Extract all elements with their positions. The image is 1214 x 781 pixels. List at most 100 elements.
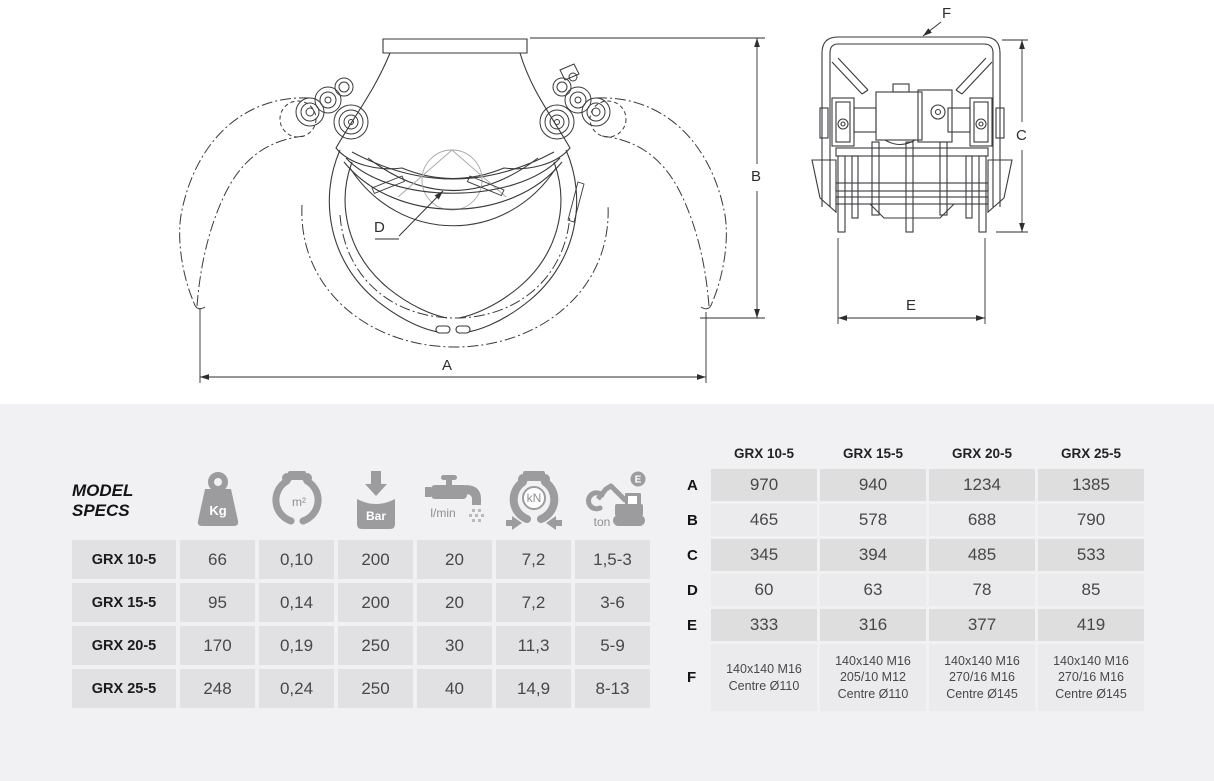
spec-cell-flow: 20 — [417, 540, 492, 579]
spec-cell-pressure: 200 — [338, 540, 413, 579]
model-cell: GRX 10-5 — [72, 540, 176, 579]
dim-cell: 333 — [711, 609, 817, 641]
spec-cell-carrier: 5-9 — [575, 626, 650, 665]
column-header-pressure: Bar — [338, 466, 413, 536]
spec-cell-weight: 170 — [180, 626, 255, 665]
dimensions-header: GRX 10-5 GRX 15-5 GRX 20-5 GRX 25-5 — [686, 440, 1146, 466]
dim-cell: 1385 — [1038, 469, 1144, 501]
model-specs-header: MODEL SPECS Kg — [72, 466, 650, 536]
model-cell: GRX 20-5 — [72, 626, 176, 665]
dims-col-header: GRX 15-5 — [842, 445, 904, 461]
spec-cell-pressure: 250 — [338, 669, 413, 708]
dim-cell: 63 — [820, 574, 926, 606]
row-label: B — [687, 511, 698, 529]
dims-row-b: B 465 578 688 790 — [686, 504, 1146, 536]
column-header-weight: Kg — [180, 466, 255, 536]
spec-cell-area: 0,10 — [259, 540, 334, 579]
column-header-force: kN — [496, 466, 571, 536]
dim-cell: 578 — [820, 504, 926, 536]
dim-cell: 465 — [711, 504, 817, 536]
spec-cell-area: 0,14 — [259, 583, 334, 622]
spec-row-grx-20-5: GRX 20-5 170 0,19 250 30 11,3 5-9 — [72, 626, 650, 665]
pressure-unit: Bar — [365, 509, 385, 523]
table-title-line1: MODEL — [72, 480, 134, 500]
dim-label-e: E — [906, 297, 917, 314]
dim-cell: 140x140 M16 270/16 M16 Centre Ø145 — [929, 644, 1035, 711]
dim-cell: 140x140 M16 Centre Ø110 — [711, 644, 817, 711]
dim-cell: 940 — [820, 469, 926, 501]
dim-label-c: C — [1016, 127, 1027, 144]
flow-icon: l/min — [424, 475, 484, 522]
dim-cell: 790 — [1038, 504, 1144, 536]
row-label: D — [687, 581, 698, 599]
column-header-flow: l/min — [417, 466, 492, 536]
table-title: MODEL SPECS — [72, 481, 176, 522]
carrier-badge: E — [634, 475, 641, 486]
grab-area-icon: m² — [271, 471, 322, 525]
column-header-area: m² — [259, 466, 334, 536]
excavator-icon: E ton — [585, 471, 645, 529]
row-label: F — [687, 669, 697, 686]
spec-panel: MODEL SPECS Kg — [0, 404, 1214, 781]
spec-cell-pressure: 250 — [338, 626, 413, 665]
dimensions-table: GRX 10-5 GRX 15-5 GRX 20-5 GRX 25-5 A 97… — [686, 440, 1146, 711]
spec-cell-carrier: 1,5-3 — [575, 540, 650, 579]
dim-label-a: A — [442, 357, 453, 374]
dim-label-f: F — [942, 5, 952, 22]
dim-cell: 419 — [1038, 609, 1144, 641]
dims-row-d: D 60 63 78 85 — [686, 574, 1146, 606]
spec-row-grx-10-5: GRX 10-5 66 0,10 200 20 7,2 1,5-3 — [72, 540, 650, 579]
row-label: C — [687, 546, 698, 564]
spec-row-grx-25-5: GRX 25-5 248 0,24 250 40 14,9 8-13 — [72, 669, 650, 708]
dim-cell: 688 — [929, 504, 1035, 536]
dim-cell: 60 — [711, 574, 817, 606]
row-label: E — [687, 616, 698, 634]
flow-unit: l/min — [430, 506, 455, 520]
dim-cell: 345 — [711, 539, 817, 571]
spec-cell-carrier: 3-6 — [575, 583, 650, 622]
table-title-line2: SPECS — [72, 501, 130, 520]
spec-cell-force: 11,3 — [496, 626, 571, 665]
spec-cell-weight: 95 — [180, 583, 255, 622]
dims-col-header: GRX 10-5 — [733, 445, 795, 461]
grapple-front-view — [179, 38, 727, 348]
spec-cell-weight: 66 — [180, 540, 255, 579]
spec-cell-flow: 30 — [417, 626, 492, 665]
weight-unit: Kg — [209, 503, 226, 518]
dim-label-b: B — [751, 168, 762, 185]
dims-row-e: E 333 316 377 419 — [686, 609, 1146, 641]
dims-row-a: A 970 940 1234 1385 — [686, 469, 1146, 501]
spec-cell-force: 7,2 — [496, 583, 571, 622]
spec-cell-flow: 20 — [417, 583, 492, 622]
spec-cell-carrier: 8-13 — [575, 669, 650, 708]
dim-cell: 485 — [929, 539, 1035, 571]
dim-cell: 78 — [929, 574, 1035, 606]
dim-label-d: D — [374, 219, 385, 236]
dim-cell: 316 — [820, 609, 926, 641]
dim-cell: 140x140 M16 205/10 M12 Centre Ø110 — [820, 644, 926, 711]
spec-cell-weight: 248 — [180, 669, 255, 708]
model-specs-table: MODEL SPECS Kg — [72, 466, 650, 708]
model-cell: GRX 25-5 — [72, 669, 176, 708]
technical-drawing — [179, 21, 1028, 383]
spec-cell-flow: 40 — [417, 669, 492, 708]
dim-cell: 533 — [1038, 539, 1144, 571]
force-unit: kN — [526, 491, 541, 505]
spec-row-grx-15-5: GRX 15-5 95 0,14 200 20 7,2 3-6 — [72, 583, 650, 622]
weight-icon: Kg — [197, 472, 238, 526]
dim-cell: 394 — [820, 539, 926, 571]
dim-cell: 377 — [929, 609, 1035, 641]
spec-cell-area: 0,24 — [259, 669, 334, 708]
dims-row-f: F 140x140 M16 Centre Ø110 140x140 M16 20… — [686, 644, 1146, 711]
dims-col-header: GRX 20-5 — [951, 445, 1013, 461]
dims-col-header: GRX 25-5 — [1060, 445, 1122, 461]
dim-cell: 140x140 M16 270/16 M16 Centre Ø145 — [1038, 644, 1144, 711]
area-unit: m² — [292, 495, 306, 509]
grapple-side-view — [811, 36, 1013, 233]
dim-cell: 970 — [711, 469, 817, 501]
spec-cell-force: 7,2 — [496, 540, 571, 579]
spec-cell-force: 14,9 — [496, 669, 571, 708]
row-label: A — [687, 476, 698, 494]
dims-row-c: C 345 394 485 533 — [686, 539, 1146, 571]
